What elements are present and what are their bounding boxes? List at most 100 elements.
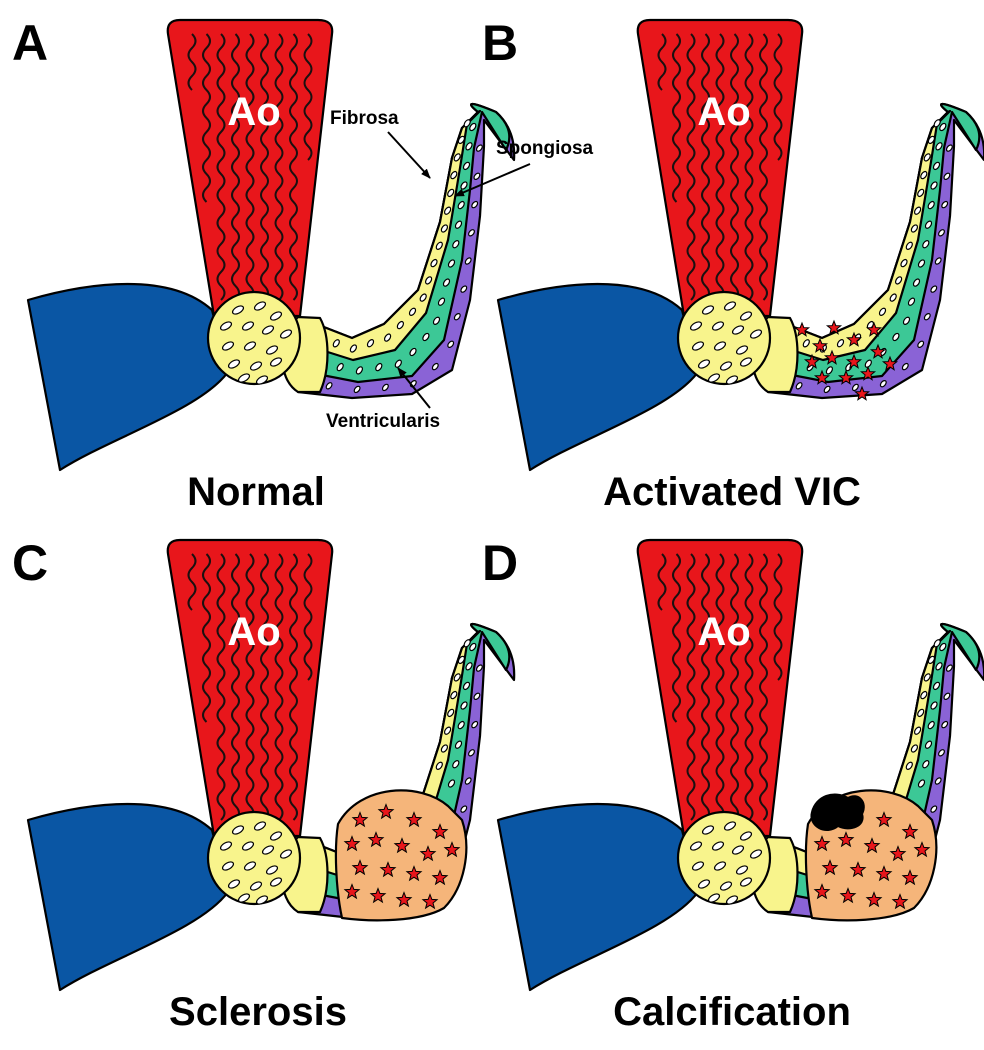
annulus-cell bbox=[227, 879, 241, 889]
aortic-annulus bbox=[676, 810, 772, 906]
interstitial-cell bbox=[453, 673, 461, 682]
interstitial-cell bbox=[930, 181, 938, 190]
interstitial-cell bbox=[409, 347, 417, 357]
interstitial-cell bbox=[460, 805, 468, 813]
arrow-fibrosa bbox=[387, 131, 431, 179]
annulus-cell bbox=[269, 311, 283, 321]
interstitial-cell bbox=[917, 708, 925, 718]
annulus-cell bbox=[735, 865, 749, 875]
elastic-fiber bbox=[216, 553, 226, 821]
interstitial-cell bbox=[332, 339, 340, 348]
elastic-fiber bbox=[187, 553, 197, 611]
interstitial-cell bbox=[353, 385, 361, 394]
elastic-fiber bbox=[730, 33, 739, 315]
aortic-annulus bbox=[206, 810, 302, 906]
red-star-icon bbox=[821, 859, 839, 876]
red-star-icon bbox=[863, 837, 881, 854]
interstitial-cell bbox=[933, 639, 941, 648]
interstitial-cell bbox=[457, 720, 465, 730]
interstitial-cell bbox=[825, 366, 834, 375]
annulus-cell bbox=[243, 861, 257, 871]
interstitial-cell bbox=[894, 276, 903, 285]
annulus-cell bbox=[261, 845, 275, 855]
interstitial-cell bbox=[851, 383, 859, 392]
interstitial-cell bbox=[941, 200, 949, 209]
interstitial-cell bbox=[464, 257, 472, 265]
panel-letter: B bbox=[482, 15, 518, 71]
panel-c: C Ao Sclerosis bbox=[12, 535, 516, 1034]
annulus-cell bbox=[739, 357, 753, 367]
red-star-icon bbox=[379, 861, 397, 878]
elastic-fiber bbox=[303, 553, 313, 681]
interstitial-cell bbox=[447, 259, 456, 268]
red-star-icon bbox=[343, 883, 361, 900]
annulus-cell bbox=[749, 849, 763, 859]
interstitial-cell bbox=[930, 285, 938, 293]
elastic-fiber bbox=[773, 33, 783, 161]
elastic-fiber bbox=[773, 553, 783, 681]
red-star-icon bbox=[837, 369, 855, 385]
elastic-fiber bbox=[686, 33, 696, 301]
interstitial-cell bbox=[927, 200, 935, 210]
annulus-cell bbox=[249, 881, 263, 891]
red-star-icon bbox=[825, 319, 843, 335]
annulus-cell bbox=[719, 881, 733, 891]
elastic-fiber bbox=[245, 553, 255, 835]
red-star-icon bbox=[839, 887, 857, 904]
interstitial-cell bbox=[408, 307, 417, 316]
panel-b: B Ao Activated VIC bbox=[482, 15, 984, 514]
interstitial-cell bbox=[469, 122, 477, 132]
interstitial-cell bbox=[460, 181, 468, 190]
red-star-icon bbox=[431, 823, 449, 840]
annulus-cell bbox=[237, 893, 251, 903]
interstitial-cell bbox=[878, 307, 887, 316]
annulus-cell bbox=[237, 373, 251, 383]
interstitial-cell bbox=[802, 339, 810, 348]
red-star-icon bbox=[813, 883, 831, 900]
annulus-cell bbox=[219, 321, 233, 331]
elastic-fiber bbox=[759, 33, 768, 301]
ventricle-wall bbox=[26, 802, 230, 992]
panel-caption: Activated VIC bbox=[603, 470, 861, 514]
elastic-fiber bbox=[245, 33, 255, 315]
interstitial-cell bbox=[462, 681, 471, 691]
red-star-icon bbox=[811, 337, 829, 353]
annulus-cell bbox=[249, 361, 263, 371]
interstitial-cell bbox=[443, 206, 452, 215]
interstitial-cell bbox=[375, 362, 383, 372]
interstitial-cell bbox=[431, 362, 439, 371]
panel-letter: D bbox=[482, 535, 518, 591]
interstitial-cell bbox=[927, 720, 935, 730]
interstitial-cell bbox=[889, 293, 897, 302]
interstitial-cell bbox=[457, 200, 465, 210]
annulus-cell bbox=[701, 825, 715, 835]
panel-d: D Ao Calcification bbox=[482, 535, 984, 1034]
interstitial-cell bbox=[471, 200, 479, 209]
interstitial-cell bbox=[922, 760, 930, 769]
annulus-cell bbox=[711, 841, 725, 851]
interstitial-cell bbox=[464, 777, 472, 785]
red-star-icon bbox=[793, 321, 811, 337]
interstitial-cell bbox=[435, 761, 443, 770]
interstitial-cell bbox=[795, 382, 803, 390]
annulus-cell bbox=[231, 305, 245, 315]
interstitial-cell bbox=[917, 779, 926, 788]
red-star-icon bbox=[913, 841, 931, 858]
red-star-icon bbox=[421, 893, 439, 910]
elastic-fiber bbox=[672, 33, 681, 203]
interstitial-cell bbox=[454, 740, 463, 749]
interstitial-cell bbox=[462, 161, 471, 171]
red-star-icon bbox=[803, 353, 821, 369]
interstitial-cell bbox=[917, 340, 925, 348]
interstitial-cell bbox=[910, 744, 919, 753]
annulus-cell bbox=[269, 877, 283, 887]
interstitial-cell bbox=[452, 240, 460, 249]
interstitial-cell bbox=[450, 170, 458, 180]
elastic-fiber bbox=[260, 553, 269, 835]
interstitial-cell bbox=[473, 172, 481, 180]
annulus-cell bbox=[707, 893, 721, 903]
arrow-ventricularis bbox=[397, 367, 431, 409]
elastic-fiber bbox=[759, 553, 768, 821]
elastic-fiber bbox=[274, 33, 284, 315]
panel-letter: A bbox=[12, 15, 48, 71]
